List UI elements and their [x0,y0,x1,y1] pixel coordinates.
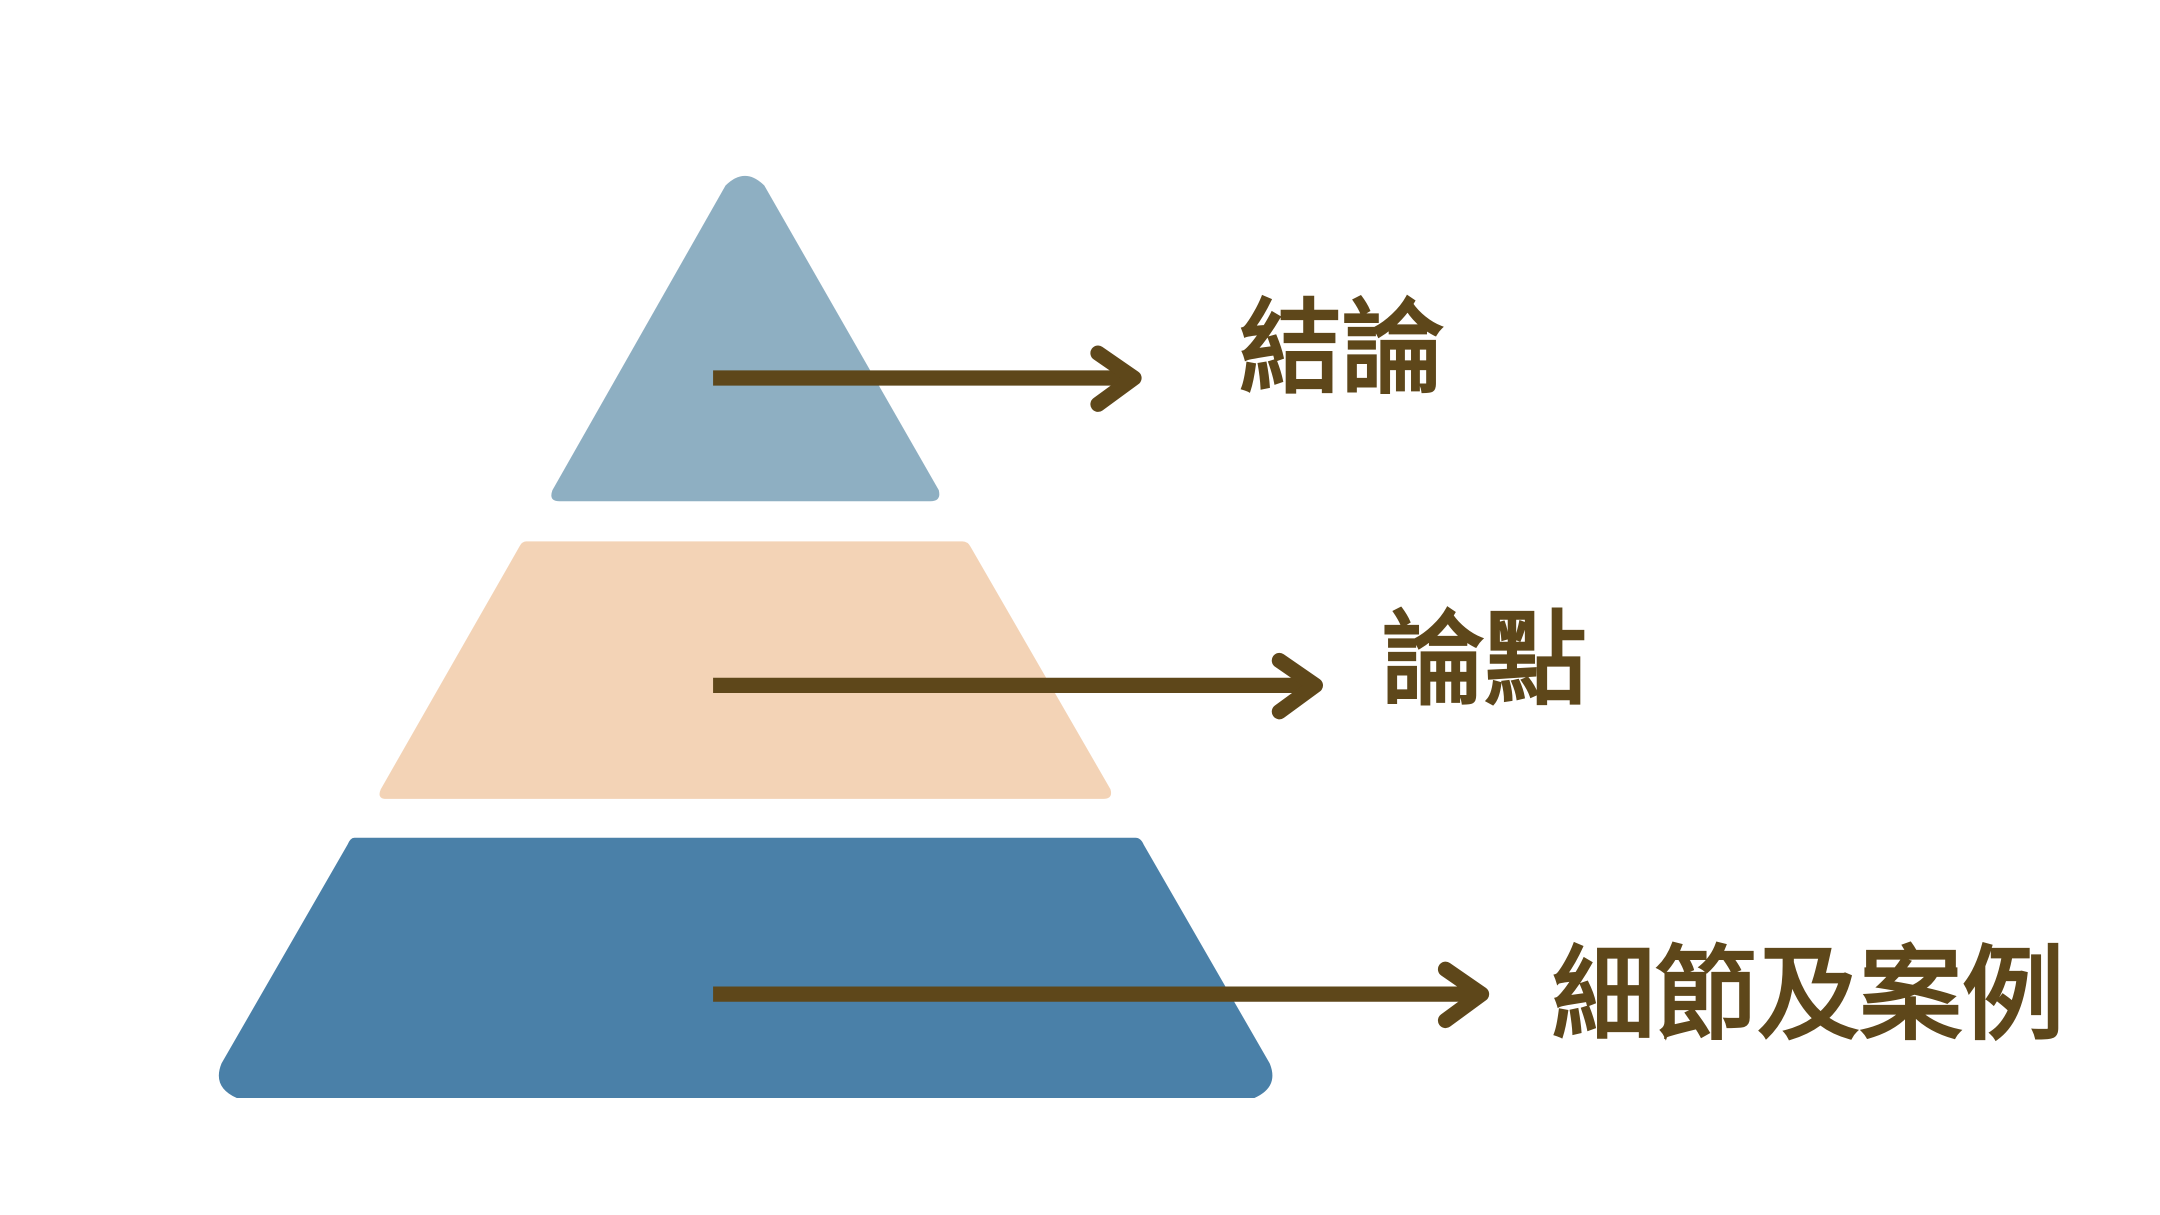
arrow-bottom [713,961,1490,1029]
label-conclusion: 結論 [1239,290,1444,409]
arrow-middle [713,652,1323,720]
pyramid-level-middle [379,541,1112,799]
arrow-top [713,345,1142,412]
pyramid-level-bottom [218,837,1273,1098]
label-details-examples: 細節及案例 [1552,936,2064,1055]
pyramid-level-top [551,175,940,502]
label-arguments: 論點 [1382,601,1587,720]
